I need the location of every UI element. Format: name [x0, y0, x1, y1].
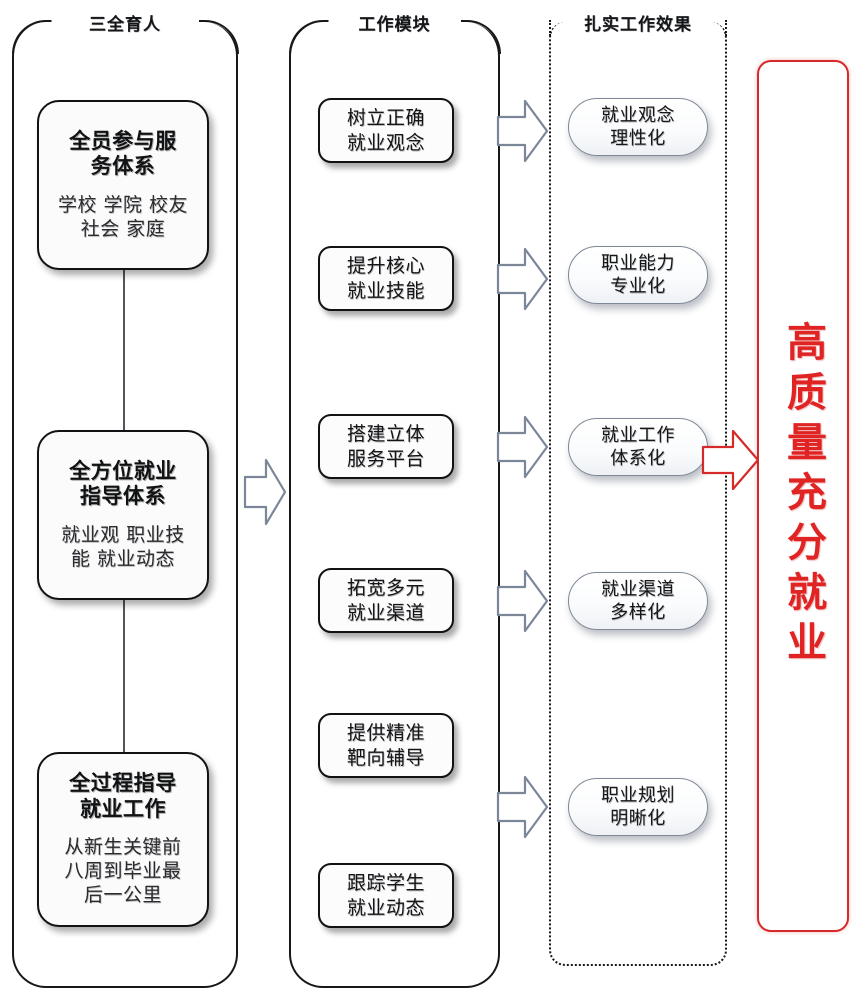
module-card-4-label: 拓宽多元 就业渠道	[346, 576, 425, 624]
module-card-5[interactable]: 提供精准 靶向辅导	[318, 713, 454, 778]
column-work-modules	[289, 19, 501, 988]
pillar-card-3-subtitle: 从新生关键前 八周到毕业最 后一公里	[64, 836, 182, 906]
effect-pill-5-label: 职业规划 明晰化	[601, 784, 675, 829]
effect-pill-5[interactable]: 职业规划 明晰化	[568, 778, 708, 836]
effect-pill-1-label: 就业观念 理性化	[601, 104, 675, 149]
effect-pill-3[interactable]: 就业工作 体系化	[568, 418, 708, 476]
pillar-connector-1	[123, 268, 125, 440]
effect-pill-2[interactable]: 职业能力 专业化	[568, 246, 708, 304]
column-header-sanquan-yuren: 三全育人	[89, 15, 161, 35]
module-card-5-label: 提供精准 靶向辅导	[346, 721, 425, 769]
pillar-card-2[interactable]: 全方位就业 指导体系 就业观 职业技 能 就业动态	[37, 430, 209, 600]
pillar-card-1[interactable]: 全员参与服 务体系 学校 学院 校友 社会 家庭	[37, 100, 209, 270]
arrow-module-to-effect-2	[495, 244, 551, 314]
module-card-4[interactable]: 拓宽多元 就业渠道	[318, 568, 454, 633]
module-card-2-label: 提升核心 就业技能	[346, 254, 425, 302]
column-work-effects	[548, 19, 727, 966]
module-card-3-label: 搭建立体 服务平台	[346, 422, 425, 470]
arrow-effects-to-outcome	[700, 425, 762, 495]
pillar-connector-2	[123, 597, 125, 760]
arrow-module-to-effect-3	[495, 412, 551, 482]
arrow-module-to-effect-4	[495, 566, 551, 636]
module-card-2[interactable]: 提升核心 就业技能	[318, 246, 454, 311]
outcome-label: 高质量充分就业	[780, 321, 826, 671]
module-card-1[interactable]: 树立正确 就业观念	[318, 98, 454, 163]
module-card-6[interactable]: 跟踪学生 就业动态	[318, 863, 454, 928]
arrow-module-to-effect-1	[495, 96, 551, 166]
effect-pill-4[interactable]: 就业渠道 多样化	[568, 572, 708, 630]
effect-pill-1[interactable]: 就业观念 理性化	[568, 98, 708, 156]
pillar-card-2-subtitle: 就业观 职业技 能 就业动态	[61, 523, 185, 570]
module-card-6-label: 跟踪学生 就业动态	[346, 871, 425, 919]
module-card-1-label: 树立正确 就业观念	[346, 106, 425, 154]
pillar-card-1-subtitle: 学校 学院 校友 社会 家庭	[57, 193, 189, 240]
outcome-box[interactable]: 高质量充分就业	[757, 60, 849, 932]
pillar-card-1-title: 全员参与服 务体系	[69, 128, 177, 179]
column-header-work-effects: 扎实工作效果	[584, 15, 692, 35]
effect-pill-2-label: 职业能力 专业化	[601, 252, 675, 297]
pillar-card-3-title: 全过程指导 就业工作	[69, 771, 177, 821]
arrow-pillars-to-modules	[242, 455, 288, 529]
pillar-card-3[interactable]: 全过程指导 就业工作 从新生关键前 八周到毕业最 后一公里	[37, 752, 209, 927]
pillar-card-2-title: 全方位就业 指导体系	[69, 458, 177, 509]
arrow-module-to-effect-5	[495, 772, 551, 842]
module-card-3[interactable]: 搭建立体 服务平台	[318, 414, 454, 479]
effect-pill-3-label: 就业工作 体系化	[601, 424, 675, 469]
effect-pill-4-label: 就业渠道 多样化	[601, 578, 675, 623]
column-header-work-modules: 工作模块	[358, 15, 431, 35]
